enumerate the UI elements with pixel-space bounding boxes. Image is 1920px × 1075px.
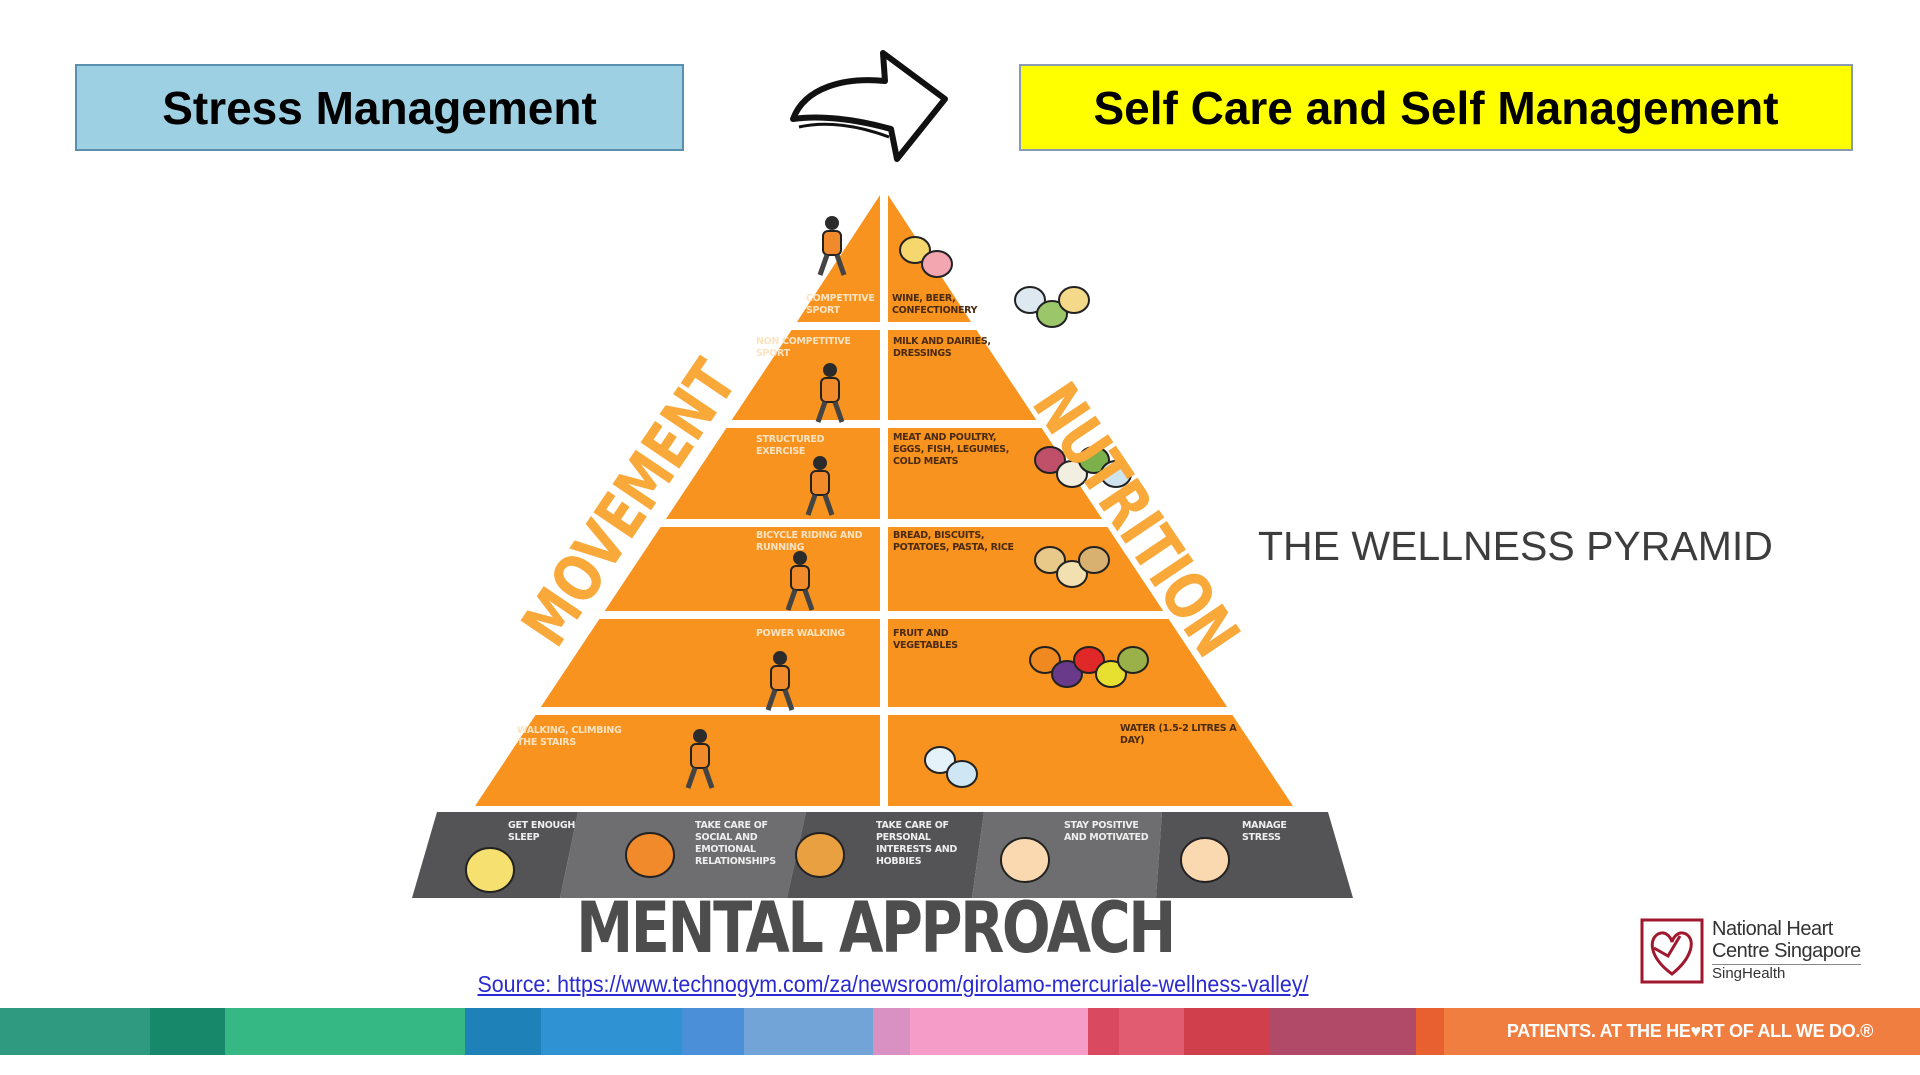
stripe-segment [1119, 1008, 1184, 1055]
stripe-segment [0, 1008, 150, 1055]
movement-label: Walking, climbing the stairs [517, 725, 622, 748]
self-care-box: Self Care and Self Management [1019, 64, 1853, 151]
footer-color-stripe [0, 1008, 1920, 1055]
people-walking-icon [685, 729, 715, 789]
thumbs-up-icon [1000, 837, 1050, 883]
stripe-segment [682, 1008, 744, 1055]
logo-line-2: Centre Singapore [1712, 940, 1861, 962]
stress-management-label: Stress Management [162, 81, 597, 134]
logo-line-1: National Heart [1712, 918, 1833, 940]
mental-label: Take care of personal interests and hobb… [876, 820, 958, 867]
fruit-vegetables-icon [1029, 646, 1149, 688]
bread-pasta-icon [1034, 546, 1110, 588]
stripe-segment [1184, 1008, 1270, 1055]
stripe-segment [744, 1008, 873, 1055]
mental-approach-title: MENTAL APPROACH [576, 887, 1176, 969]
stripe-segment [1444, 1008, 1920, 1055]
mental-segment-3 [787, 812, 984, 898]
water-jug-icon [924, 746, 978, 788]
logo-sub: SingHealth [1712, 964, 1861, 982]
mental-segment-2 [560, 812, 806, 898]
nutrition-label: Meat and poultry, eggs, fish, legumes, c… [893, 432, 1010, 467]
self-care-label: Self Care and Self Management [1093, 81, 1779, 134]
nutrition-level-2 [888, 330, 1037, 420]
stripe-segment [1270, 1008, 1416, 1055]
movement-label: Competitive sport [806, 293, 875, 316]
nhcs-logo: National Heart Centre Singapore SingHeal… [1640, 918, 1861, 984]
nutrition-label: Milk and dairies, dressings [893, 336, 991, 359]
stress-management-box: Stress Management [75, 64, 684, 151]
movement-level-6 [475, 715, 880, 806]
nutrition-label: Wine, beer, confectionery [892, 293, 978, 316]
nutrition-level-1 [888, 191, 972, 322]
sleeping-icon [465, 847, 515, 893]
movement-label: Structured exercise [756, 434, 825, 457]
mental-label: Get enough sleep [508, 820, 576, 843]
movement-label: Power walking [756, 628, 845, 639]
nutrition-label: Bread, biscuits, potatoes, pasta, rice [893, 530, 1014, 553]
nutrition-label: Water (1.5-2 litres a day) [1120, 723, 1237, 746]
family-icon [625, 832, 675, 878]
stripe-segment [873, 1008, 910, 1055]
stripe-segment [225, 1008, 465, 1055]
movement-label: Non competitive sport [756, 336, 851, 359]
mental-label: Take care of social and emotional relati… [695, 820, 776, 867]
source-link[interactable]: Source: https://www.technogym.com/za/new… [477, 971, 1309, 997]
stripe-segment [910, 1008, 1088, 1055]
movement-level-4 [604, 527, 880, 611]
milk-cheese-icon [1014, 286, 1090, 328]
stripe-segment [541, 1008, 682, 1055]
wellness-pyramid-title: THE WELLNESS PYRAMID [1258, 523, 1773, 569]
walker-icon [765, 651, 795, 711]
stripe-segment [1416, 1008, 1444, 1055]
football-player-icon [815, 363, 845, 423]
meat-fish-icon [1034, 446, 1132, 488]
movement-level-2 [731, 330, 880, 420]
smiling-face-icon [1180, 837, 1230, 883]
wellness-pyramid [412, 191, 1353, 898]
nutrition-label: Fruit and vegetables [893, 628, 958, 651]
beer-cake-icon [899, 236, 953, 278]
heart-logo-icon [1640, 918, 1704, 984]
treadmill-runner-icon [805, 456, 835, 516]
movement-level-1 [796, 191, 880, 322]
nutrition-level-6 [888, 715, 1293, 806]
curved-arrow-icon [790, 50, 948, 162]
mental-label: Stay positive and motivated [1064, 820, 1149, 843]
movement-level-5 [540, 619, 880, 707]
stripe-segment [465, 1008, 541, 1055]
hurdler-icon [817, 216, 847, 276]
stripe-segment [1088, 1008, 1119, 1055]
movement-label: Bicycle riding and running [756, 530, 863, 553]
cyclist-icon [785, 551, 815, 611]
guitar-icon [795, 832, 845, 878]
stripe-segment [150, 1008, 225, 1055]
mental-label: Manage stress [1242, 820, 1287, 843]
footer-slogan: PATIENTS. AT THE HE♥RT OF ALL WE DO.® [1506, 1021, 1874, 1041]
